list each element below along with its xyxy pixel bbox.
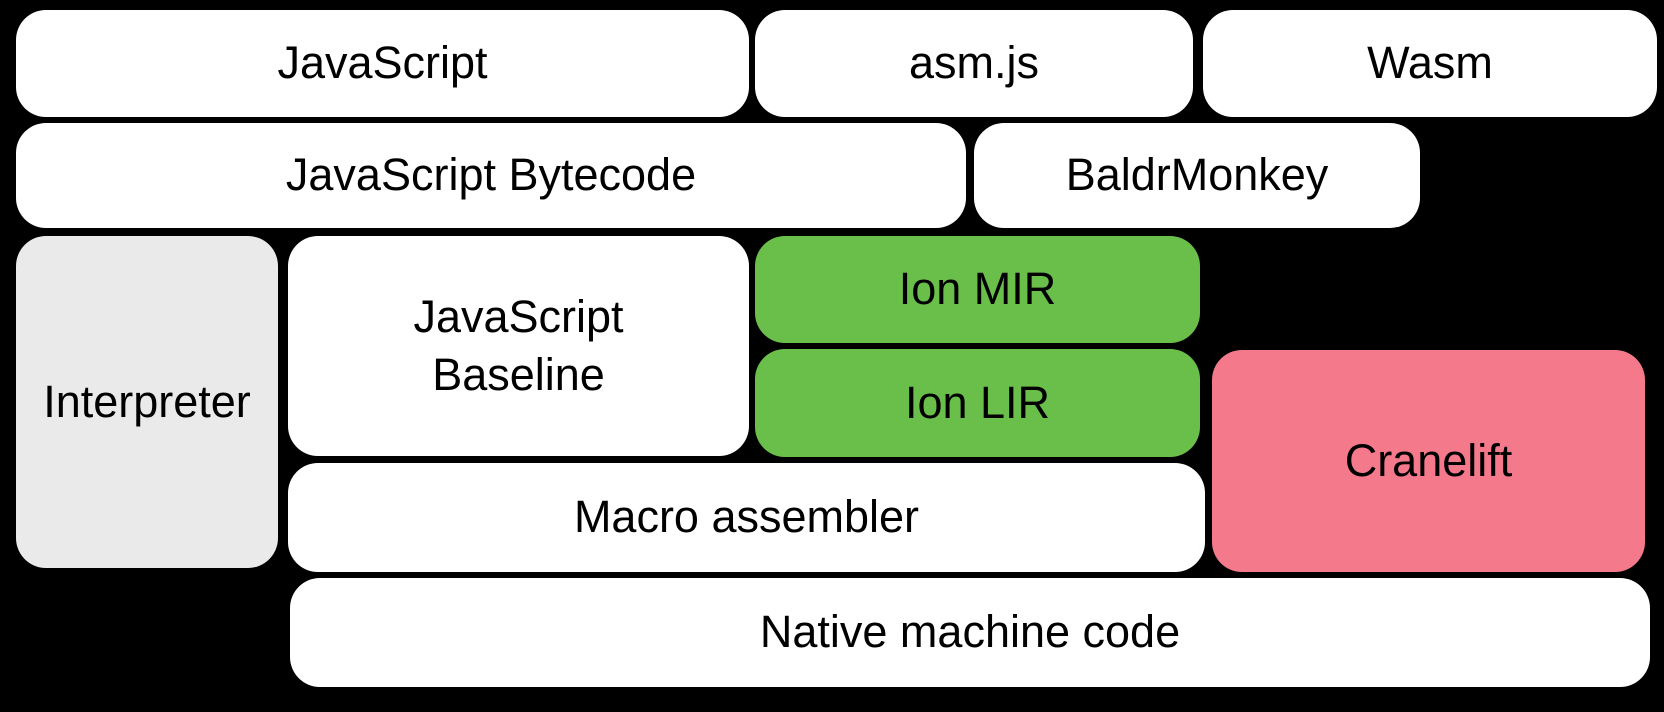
node-javascript-label: JavaScript xyxy=(277,37,488,89)
node-javascript-baseline-label: JavaScript Baseline xyxy=(413,290,624,401)
node-macro-assembler-label: Macro assembler xyxy=(573,491,920,543)
node-javascript: JavaScript xyxy=(16,10,749,117)
node-native-machine-code: Native machine code xyxy=(290,578,1650,687)
node-native-machine-code-label: Native machine code xyxy=(759,606,1181,658)
node-ion-mir: Ion MIR xyxy=(755,236,1200,343)
node-baldrmonkey: BaldrMonkey xyxy=(974,123,1420,228)
node-macro-assembler: Macro assembler xyxy=(288,463,1205,572)
node-cranelift-label: Cranelift xyxy=(1344,434,1513,486)
node-wasm-label: Wasm xyxy=(1367,37,1493,89)
node-asmjs: asm.js xyxy=(755,10,1193,117)
node-javascript-baseline: JavaScript Baseline xyxy=(288,236,749,456)
node-interpreter-label: Interpreter xyxy=(43,375,251,427)
node-ion-lir-label: Ion LIR xyxy=(904,376,1051,428)
node-javascript-bytecode: JavaScript Bytecode xyxy=(16,123,966,228)
node-interpreter: Interpreter xyxy=(16,236,278,568)
node-cranelift: Cranelift xyxy=(1212,350,1645,572)
node-baldrmonkey-label: BaldrMonkey xyxy=(1065,149,1329,201)
node-ion-mir-label: Ion MIR xyxy=(898,263,1057,315)
node-wasm: Wasm xyxy=(1203,10,1657,117)
node-javascript-bytecode-label: JavaScript Bytecode xyxy=(285,149,697,201)
node-ion-lir: Ion LIR xyxy=(755,349,1200,457)
node-asmjs-label: asm.js xyxy=(908,37,1039,89)
